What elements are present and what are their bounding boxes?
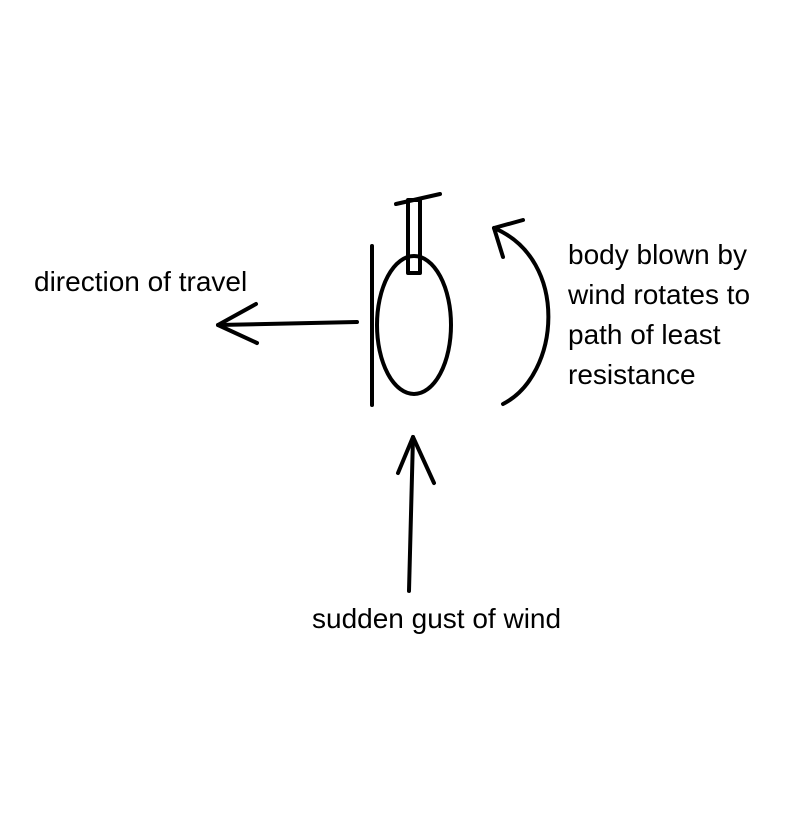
gust-arrow-shaft [407,435,415,593]
gust-label: sudden gust of wind [312,603,562,634]
rotation-label: body blown by wind rotates to path of le… [568,235,750,395]
body-ellipse [375,254,453,396]
rotor-mast [406,198,422,275]
rotation-arrow-arc [492,226,551,406]
rotor [394,192,442,275]
rotation-label-line: path of least [568,319,721,350]
gust-arrow [396,435,436,593]
rotation-label-line: resistance [568,359,696,390]
rotation-arrow [492,218,551,406]
direction-arrow-head [216,302,259,345]
rotation-label-line: body blown by [568,239,748,270]
direction-arrow [216,302,359,345]
gust-arrow-head [396,435,436,485]
direction-arrow-shaft [216,320,359,327]
direction-of-travel-label: direction of travel [34,266,248,297]
rotation-arrow-head [492,218,525,259]
rotation-label-line: wind rotates to [568,279,751,310]
